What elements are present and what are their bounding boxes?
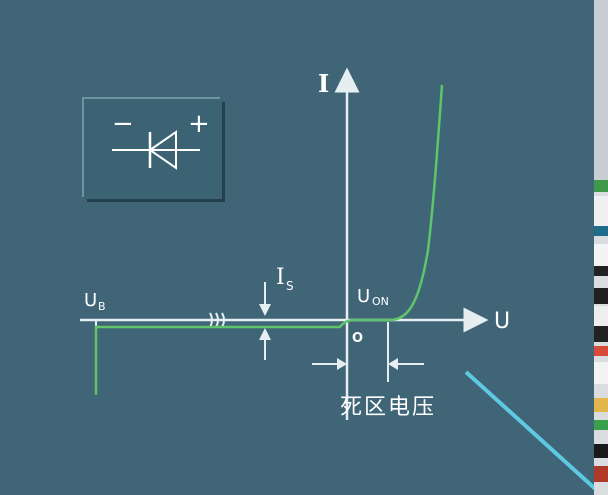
- ub-label: U B: [84, 290, 106, 313]
- ub-label-sub: B: [98, 300, 106, 313]
- dead-zone-label: 死区电压: [340, 395, 436, 420]
- origin-label: O: [352, 331, 363, 346]
- dead-zone-indicator: [312, 322, 424, 382]
- diode-triangle: [148, 130, 177, 170]
- uon-label-main: U: [357, 286, 370, 307]
- minus-sign: −: [112, 109, 134, 139]
- is-label: I S: [276, 265, 294, 293]
- x-axis-label: U: [494, 309, 510, 334]
- ub-label-main: U: [84, 290, 97, 311]
- plus-sign: +: [188, 109, 210, 139]
- uon-label-sub: ON: [372, 295, 389, 308]
- right-edge-strip: [594, 0, 608, 495]
- pointer-line: [464, 370, 604, 495]
- is-indicator: [259, 282, 271, 360]
- is-label-main: I: [276, 265, 285, 290]
- is-label-sub: S: [286, 279, 294, 293]
- y-axis-label: I: [318, 69, 329, 98]
- diode-symbol: − +: [112, 109, 210, 170]
- uon-label: U ON: [357, 286, 389, 308]
- iv-curve: [94, 84, 444, 395]
